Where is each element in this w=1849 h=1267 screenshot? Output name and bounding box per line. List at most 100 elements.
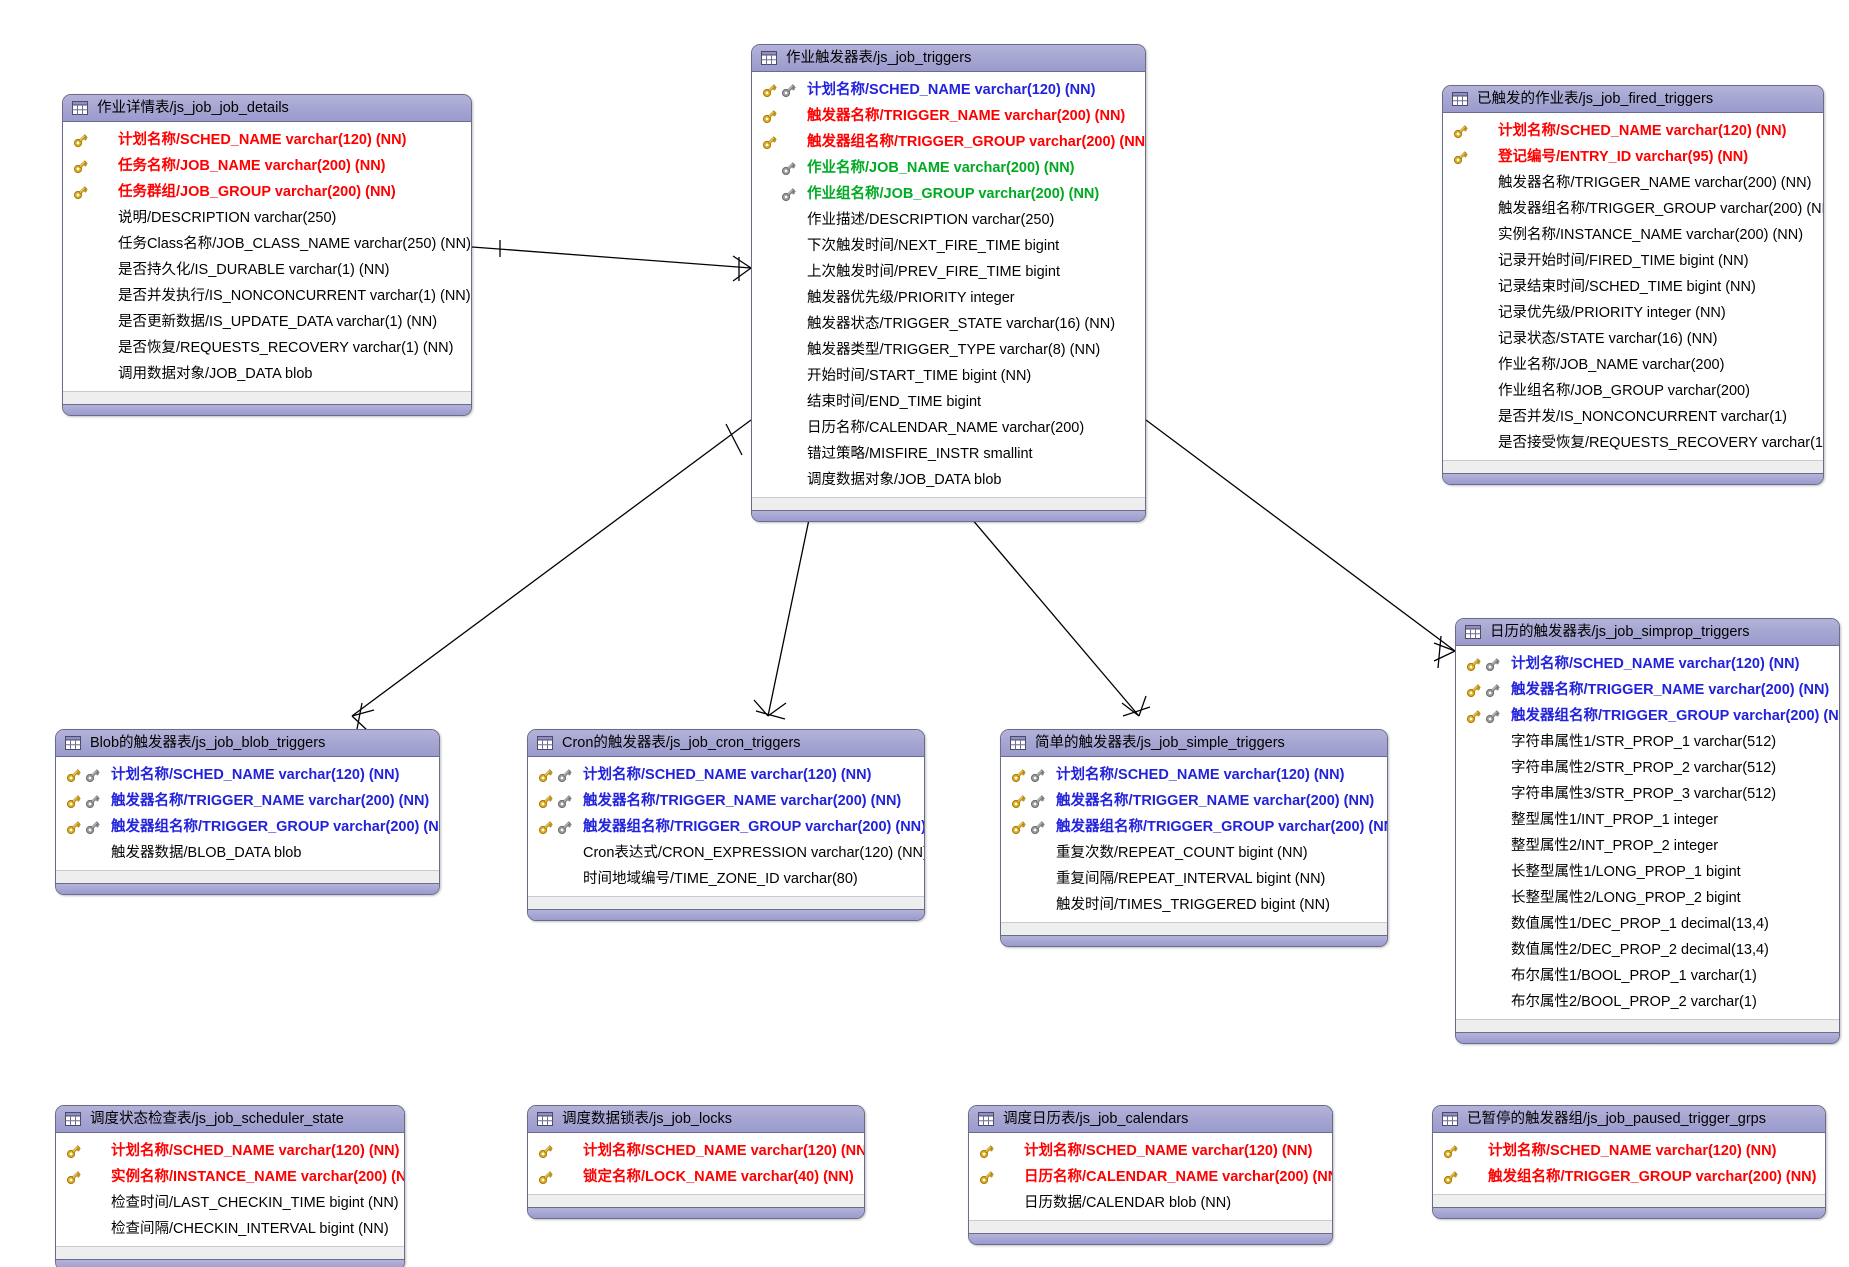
entity-calendars[interactable]: 调度日历表/js_job_calendars 计划名称/SCHED_NAME va… (968, 1105, 1333, 1245)
attribute-row[interactable]: 触发器名称/TRIGGER_NAME varchar(200) (NN) (1456, 677, 1839, 703)
attribute-row[interactable]: 下次触发时间/NEXT_FIRE_TIME bigint (752, 233, 1145, 259)
attribute-row[interactable]: 作业描述/DESCRIPTION varchar(250) (752, 207, 1145, 233)
attribute-row[interactable]: 整型属性2/INT_PROP_2 integer (1456, 833, 1839, 859)
entity-header-cron_triggers[interactable]: Cron的触发器表/js_job_cron_triggers (528, 730, 924, 757)
entity-header-scheduler_state[interactable]: 调度状态检查表/js_job_scheduler_state (56, 1106, 404, 1133)
attribute-row[interactable]: 记录结束时间/SCHED_TIME bigint (NN) (1443, 274, 1823, 300)
attribute-row[interactable]: 触发器名称/TRIGGER_NAME varchar(200) (NN) (1001, 788, 1387, 814)
attribute-row[interactable]: 触发器名称/TRIGGER_NAME varchar(200) (NN) (752, 103, 1145, 129)
attribute-row[interactable]: 触发器组名称/TRIGGER_GROUP varchar(200) (NN) (1456, 703, 1839, 729)
attribute-row[interactable]: 是否接受恢复/REQUESTS_RECOVERY varchar(1) (1443, 430, 1823, 456)
attribute-row[interactable]: Cron表达式/CRON_EXPRESSION varchar(120) (NN… (528, 840, 924, 866)
attribute-row[interactable]: 长整型属性2/LONG_PROP_2 bigint (1456, 885, 1839, 911)
attribute-row[interactable]: 整型属性1/INT_PROP_1 integer (1456, 807, 1839, 833)
attribute-row[interactable]: 计划名称/SCHED_NAME varchar(120) (NN) (969, 1138, 1332, 1164)
attribute-row[interactable]: 重复间隔/REPEAT_INTERVAL bigint (NN) (1001, 866, 1387, 892)
entity-locks[interactable]: 调度数据锁表/js_job_locks 计划名称/SCHED_NAME varch… (527, 1105, 865, 1219)
attribute-row[interactable]: 触发组名称/TRIGGER_GROUP varchar(200) (NN) (1433, 1164, 1825, 1190)
attribute-row[interactable]: 作业组名称/JOB_GROUP varchar(200) (1443, 378, 1823, 404)
attribute-row[interactable]: 实例名称/INSTANCE_NAME varchar(200) (NN) (1443, 222, 1823, 248)
entity-header-simprop_triggers[interactable]: 日历的触发器表/js_job_simprop_triggers (1456, 619, 1839, 646)
attribute-row[interactable]: 字符串属性3/STR_PROP_3 varchar(512) (1456, 781, 1839, 807)
attribute-row[interactable]: 触发器组名称/TRIGGER_GROUP varchar(200) (NN) (1443, 196, 1823, 222)
entity-simprop_triggers[interactable]: 日历的触发器表/js_job_simprop_triggers 计划名称/SCHE… (1455, 618, 1840, 1044)
attribute-row[interactable]: 触发器组名称/TRIGGER_GROUP varchar(200) (NN) (1001, 814, 1387, 840)
attribute-row[interactable]: 记录开始时间/FIRED_TIME bigint (NN) (1443, 248, 1823, 274)
attribute-row[interactable]: 锁定名称/LOCK_NAME varchar(40) (NN) (528, 1164, 864, 1190)
attribute-row[interactable]: 重复次数/REPEAT_COUNT bigint (NN) (1001, 840, 1387, 866)
attribute-row[interactable]: 触发器组名称/TRIGGER_GROUP varchar(200) (NN) (56, 814, 439, 840)
attribute-row[interactable]: 计划名称/SCHED_NAME varchar(120) (NN) (1001, 762, 1387, 788)
attribute-row[interactable]: 计划名称/SCHED_NAME varchar(120) (NN) (63, 127, 471, 153)
attribute-row[interactable]: 检查间隔/CHECKIN_INTERVAL bigint (NN) (56, 1216, 404, 1242)
attribute-row[interactable]: 是否更新数据/IS_UPDATE_DATA varchar(1) (NN) (63, 309, 471, 335)
attribute-row[interactable]: 作业名称/JOB_NAME varchar(200) (1443, 352, 1823, 378)
attribute-row[interactable]: 日历数据/CALENDAR blob (NN) (969, 1190, 1332, 1216)
attribute-row[interactable]: 任务群组/JOB_GROUP varchar(200) (NN) (63, 179, 471, 205)
entity-header-calendars[interactable]: 调度日历表/js_job_calendars (969, 1106, 1332, 1133)
attribute-row[interactable]: 触发器状态/TRIGGER_STATE varchar(16) (NN) (752, 311, 1145, 337)
entity-job_details[interactable]: 作业详情表/js_job_job_details 计划名称/SCHED_NAME … (62, 94, 472, 416)
attribute-row[interactable]: 数值属性2/DEC_PROP_2 decimal(13,4) (1456, 937, 1839, 963)
attribute-row[interactable]: 开始时间/START_TIME bigint (NN) (752, 363, 1145, 389)
attribute-row[interactable]: 说明/DESCRIPTION varchar(250) (63, 205, 471, 231)
attribute-row[interactable]: 作业组名称/JOB_GROUP varchar(200) (NN) (752, 181, 1145, 207)
entity-header-locks[interactable]: 调度数据锁表/js_job_locks (528, 1106, 864, 1133)
attribute-row[interactable]: 是否并发执行/IS_NONCONCURRENT varchar(1) (NN) (63, 283, 471, 309)
attribute-row[interactable]: 是否恢复/REQUESTS_RECOVERY varchar(1) (NN) (63, 335, 471, 361)
attribute-row[interactable]: 任务Class名称/JOB_CLASS_NAME varchar(250) (N… (63, 231, 471, 257)
attribute-row[interactable]: 上次触发时间/PREV_FIRE_TIME bigint (752, 259, 1145, 285)
attribute-row[interactable]: 错过策略/MISFIRE_INSTR smallint (752, 441, 1145, 467)
attribute-row[interactable]: 触发器优先级/PRIORITY integer (752, 285, 1145, 311)
attribute-row[interactable]: 布尔属性2/BOOL_PROP_2 varchar(1) (1456, 989, 1839, 1015)
attribute-row[interactable]: 日历名称/CALENDAR_NAME varchar(200) (NN) (969, 1164, 1332, 1190)
attribute-row[interactable]: 计划名称/SCHED_NAME varchar(120) (NN) (528, 1138, 864, 1164)
attribute-row[interactable]: 计划名称/SCHED_NAME varchar(120) (NN) (1443, 118, 1823, 144)
attribute-row[interactable]: 触发器名称/TRIGGER_NAME varchar(200) (NN) (56, 788, 439, 814)
attribute-row[interactable]: 任务名称/JOB_NAME varchar(200) (NN) (63, 153, 471, 179)
attribute-row[interactable]: 检查时间/LAST_CHECKIN_TIME bigint (NN) (56, 1190, 404, 1216)
attribute-row[interactable]: 触发器数据/BLOB_DATA blob (56, 840, 439, 866)
entity-simple_triggers[interactable]: 简单的触发器表/js_job_simple_triggers 计划名称/SCHED… (1000, 729, 1388, 947)
attribute-row[interactable]: 调度数据对象/JOB_DATA blob (752, 467, 1145, 493)
attribute-row[interactable]: 触发器名称/TRIGGER_NAME varchar(200) (NN) (1443, 170, 1823, 196)
attribute-row[interactable]: 触发器类型/TRIGGER_TYPE varchar(8) (NN) (752, 337, 1145, 363)
attribute-row[interactable]: 时间地域编号/TIME_ZONE_ID varchar(80) (528, 866, 924, 892)
attribute-row[interactable]: 计划名称/SCHED_NAME varchar(120) (NN) (56, 1138, 404, 1164)
attribute-row[interactable]: 长整型属性1/LONG_PROP_1 bigint (1456, 859, 1839, 885)
attribute-row[interactable]: 计划名称/SCHED_NAME varchar(120) (NN) (1433, 1138, 1825, 1164)
entity-header-job_details[interactable]: 作业详情表/js_job_job_details (63, 95, 471, 122)
attribute-row[interactable]: 计划名称/SCHED_NAME varchar(120) (NN) (528, 762, 924, 788)
entity-header-fired_triggers[interactable]: 已触发的作业表/js_job_fired_triggers (1443, 86, 1823, 113)
attribute-row[interactable]: 登记编号/ENTRY_ID varchar(95) (NN) (1443, 144, 1823, 170)
attribute-row[interactable]: 是否并发/IS_NONCONCURRENT varchar(1) (1443, 404, 1823, 430)
entity-cron_triggers[interactable]: Cron的触发器表/js_job_cron_triggers 计划名称/SCHED… (527, 729, 925, 921)
entity-fired_triggers[interactable]: 已触发的作业表/js_job_fired_triggers 计划名称/SCHED_… (1442, 85, 1824, 485)
entity-header-blob_triggers[interactable]: Blob的触发器表/js_job_blob_triggers (56, 730, 439, 757)
attribute-row[interactable]: 触发时间/TIMES_TRIGGERED bigint (NN) (1001, 892, 1387, 918)
entity-header-simple_triggers[interactable]: 简单的触发器表/js_job_simple_triggers (1001, 730, 1387, 757)
entity-header-job_triggers[interactable]: 作业触发器表/js_job_triggers (752, 45, 1145, 72)
attribute-row[interactable]: 触发器组名称/TRIGGER_GROUP varchar(200) (NN) (752, 129, 1145, 155)
entity-scheduler_state[interactable]: 调度状态检查表/js_job_scheduler_state 计划名称/SCHED… (55, 1105, 405, 1267)
entity-blob_triggers[interactable]: Blob的触发器表/js_job_blob_triggers 计划名称/SCHED… (55, 729, 440, 895)
attribute-row[interactable]: 是否持久化/IS_DURABLE varchar(1) (NN) (63, 257, 471, 283)
attribute-row[interactable]: 字符串属性2/STR_PROP_2 varchar(512) (1456, 755, 1839, 781)
attribute-row[interactable]: 实例名称/INSTANCE_NAME varchar(200) (NN) (56, 1164, 404, 1190)
attribute-row[interactable]: 触发器名称/TRIGGER_NAME varchar(200) (NN) (528, 788, 924, 814)
attribute-row[interactable]: 触发器组名称/TRIGGER_GROUP varchar(200) (NN) (528, 814, 924, 840)
attribute-row[interactable]: 数值属性1/DEC_PROP_1 decimal(13,4) (1456, 911, 1839, 937)
attribute-row[interactable]: 计划名称/SCHED_NAME varchar(120) (NN) (56, 762, 439, 788)
attribute-row[interactable]: 作业名称/JOB_NAME varchar(200) (NN) (752, 155, 1145, 181)
entity-header-paused_trigger_grps[interactable]: 已暂停的触发器组/js_job_paused_trigger_grps (1433, 1106, 1825, 1133)
attribute-row[interactable]: 结束时间/END_TIME bigint (752, 389, 1145, 415)
entity-paused_trigger_grps[interactable]: 已暂停的触发器组/js_job_paused_trigger_grps 计划名称/… (1432, 1105, 1826, 1219)
attribute-row[interactable]: 日历名称/CALENDAR_NAME varchar(200) (752, 415, 1145, 441)
attribute-row[interactable]: 记录优先级/PRIORITY integer (NN) (1443, 300, 1823, 326)
attribute-row[interactable]: 调用数据对象/JOB_DATA blob (63, 361, 471, 387)
attribute-row[interactable]: 字符串属性1/STR_PROP_1 varchar(512) (1456, 729, 1839, 755)
attribute-row[interactable]: 记录状态/STATE varchar(16) (NN) (1443, 326, 1823, 352)
attribute-row[interactable]: 计划名称/SCHED_NAME varchar(120) (NN) (1456, 651, 1839, 677)
attribute-row[interactable]: 布尔属性1/BOOL_PROP_1 varchar(1) (1456, 963, 1839, 989)
